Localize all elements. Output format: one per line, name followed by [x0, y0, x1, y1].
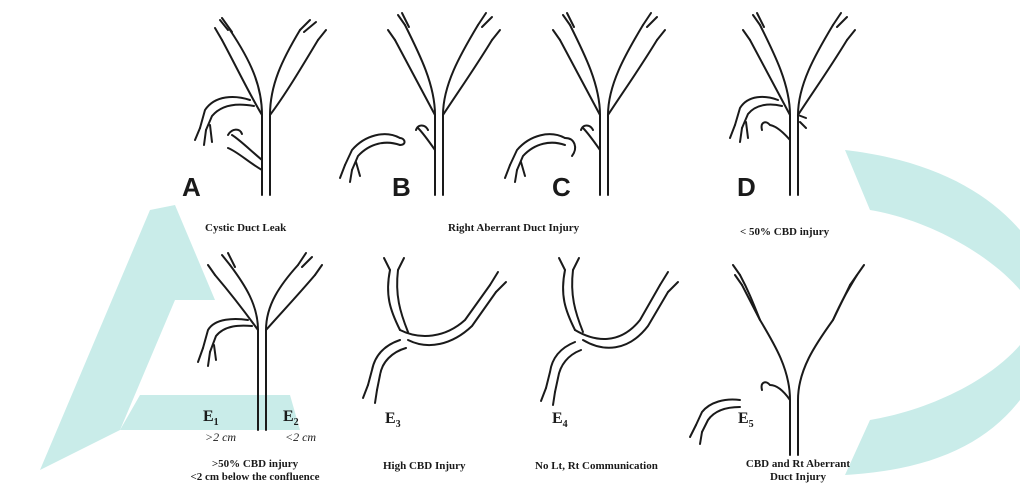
e12-caption-line2: <2 cm below the confluence [175, 471, 335, 484]
e1-measure: >2 cm [205, 430, 236, 445]
panel-d-ducts [730, 13, 855, 195]
panel-a-ducts [195, 18, 326, 195]
panel-d-letter: D [737, 172, 756, 203]
e5-caption: CBD and Rt Aberrant Duct Injury [728, 458, 868, 484]
e5-label: E5 [738, 410, 754, 430]
e12-caption-line1: >50% CBD injury [175, 458, 335, 471]
panel-e4-ducts [541, 258, 678, 405]
e12-caption: >50% CBD injury <2 cm below the confluen… [175, 458, 335, 484]
panel-b-letter: B [392, 172, 411, 203]
e3-label: E3 [385, 410, 401, 430]
panel-e5-ducts [690, 265, 864, 455]
e1-label: E1 [203, 408, 219, 428]
e4-caption: No Lt, Rt Communication [535, 460, 658, 473]
e3-caption: High CBD Injury [383, 460, 466, 473]
panel-b-ducts [340, 13, 500, 195]
panel-d-caption: < 50% CBD injury [740, 226, 829, 239]
panel-a-caption: Cystic Duct Leak [205, 222, 286, 235]
watermark-a-shape [40, 205, 215, 470]
panel-a-letter: A [182, 172, 201, 203]
panel-e3-ducts [363, 258, 506, 403]
e2-label: E2 [283, 408, 299, 428]
panel-c-ducts [505, 13, 665, 195]
panel-bc-caption: Right Aberrant Duct Injury [448, 222, 579, 235]
e5-caption-line2: Duct Injury [728, 471, 868, 484]
e2-measure: <2 cm [285, 430, 316, 445]
e5-caption-line1: CBD and Rt Aberrant [728, 458, 868, 471]
watermark-c-shape [845, 150, 1020, 475]
panel-c-letter: C [552, 172, 571, 203]
e4-label: E4 [552, 410, 568, 430]
